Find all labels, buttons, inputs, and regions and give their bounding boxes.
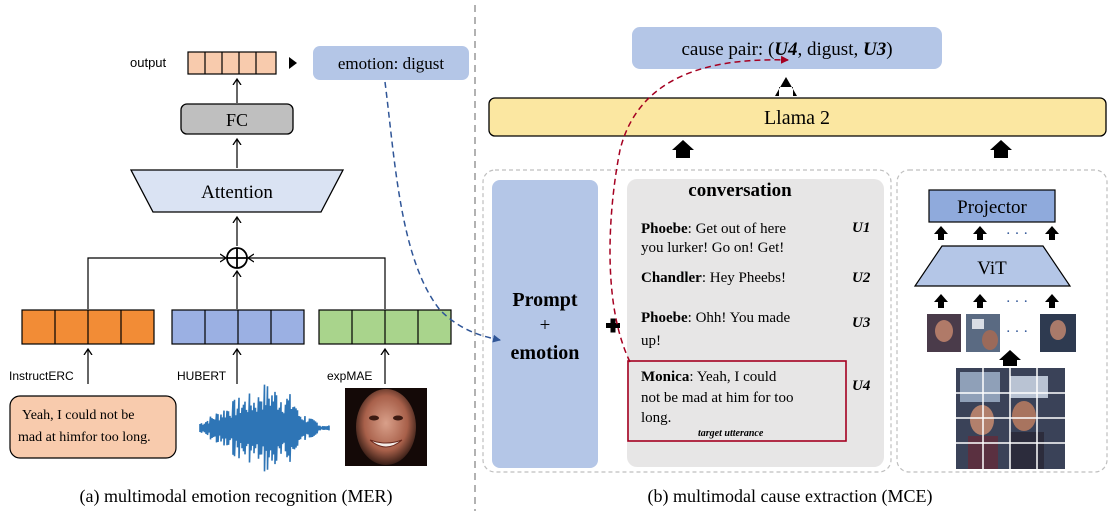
utterance-u2-id: U2	[852, 270, 871, 286]
utterance-u3-line2: up!	[641, 333, 661, 349]
utterance-u2-line1: Chandler: Hey Pheebs!	[641, 270, 786, 286]
mce-caption: (b) multimodal cause extraction (MCE)	[648, 486, 933, 507]
vit-label: ViT	[977, 258, 1007, 279]
audio-waveform-icon	[199, 384, 330, 472]
concat-plus-icon	[606, 318, 620, 333]
llama-to-output-arrow	[775, 77, 797, 96]
emotion-input-label: emotion	[511, 342, 580, 364]
emotion-label: emotion: digust	[338, 54, 445, 73]
conversation-to-llama-arrow	[672, 140, 694, 158]
utterance-text-line2: mad at himfor too long.	[18, 430, 151, 445]
cause-pair-box	[632, 27, 942, 69]
utterance-u1-line2: you lurker! Go on! Get!	[641, 240, 784, 256]
video-frame-image	[956, 368, 1065, 469]
utterance-u1-id: U1	[852, 220, 870, 236]
prompt-emotion-box	[492, 180, 598, 468]
utterance-u4-text: : Yeah, I could	[689, 369, 777, 385]
text-input-group	[482, 169, 892, 473]
utterance-text-line1: Yeah, I could not be	[22, 408, 135, 423]
cause-pair-prefix: cause pair: (	[681, 39, 774, 60]
hubert-label: HUBERT	[177, 369, 227, 383]
projector-block	[928, 189, 1056, 223]
utterance-u2-speaker: Chandler	[641, 270, 702, 286]
image-patch-n	[1040, 314, 1076, 352]
vision-to-llama-arrow	[990, 140, 1012, 158]
llama-block	[488, 97, 1107, 137]
vit-to-projector-arrows	[934, 226, 1059, 240]
cause-pair-middle: , digust,	[798, 39, 863, 60]
utterance-u4-speaker: Monica	[641, 369, 690, 385]
vision-input-group	[896, 169, 1108, 473]
target-utterance-label: target utterance	[698, 428, 764, 439]
instructerc-vector	[21, 309, 155, 345]
cause-pair-text: cause pair: (U4, digust, U3)	[681, 39, 892, 60]
patches-to-vit-arrows	[934, 294, 1059, 308]
cause-pair-u4: U4	[774, 39, 797, 60]
patches-ellipsis: · · ·	[1006, 324, 1029, 340]
expmae-vector	[318, 309, 452, 345]
utterance-u4-line2: not be mad at him for too	[641, 390, 793, 406]
cause-link-arrow	[609, 55, 789, 363]
patch-arrows-ellipsis: · · ·	[1006, 294, 1029, 310]
frame-to-patches-arrow	[999, 350, 1021, 366]
llama-label: Llama 2	[764, 107, 830, 129]
prompt-plus-label: +	[540, 315, 551, 336]
hubert-vector	[171, 309, 305, 345]
image-patch-2	[966, 314, 1000, 352]
utterance-u3-speaker: Phoebe	[641, 310, 688, 326]
utterance-u1-speaker: Phoebe	[641, 221, 688, 237]
prompt-label: Prompt	[512, 289, 578, 311]
utterance-u3-line1: Phoebe: Ohh! You made	[641, 310, 791, 326]
emotion-to-prompt-arrow	[384, 81, 501, 343]
utterance-u1-text: : Get out of here	[688, 221, 787, 237]
projector-label: Projector	[957, 197, 1027, 218]
utterance-u4-id: U4	[852, 378, 871, 394]
conversation-box	[627, 179, 884, 467]
utterance-u3-id: U3	[852, 315, 871, 331]
conversation-title: conversation	[688, 180, 792, 201]
image-patch-1	[927, 314, 961, 352]
utterance-u3-text: : Ohh! You made	[688, 310, 791, 326]
attention-label: Attention	[201, 182, 273, 203]
fusion-plus-icon	[226, 247, 248, 269]
utterance-u1-line1: Phoebe: Get out of here	[641, 221, 786, 237]
vit-block	[913, 245, 1072, 287]
instructerc-label: InstructERC	[9, 369, 74, 383]
utterance-u2-text: : Hey Pheebs!	[702, 270, 786, 286]
utterance-u4-line1: Monica: Yeah, I could	[641, 369, 777, 385]
mer-panel: output emotion: digust FC Attention	[9, 46, 469, 507]
cause-pair-suffix: )	[886, 39, 892, 60]
projector-ellipsis: · · ·	[1006, 226, 1029, 242]
output-label: output	[130, 55, 167, 70]
expmae-label: expMAE	[327, 369, 372, 383]
target-utterance-box	[627, 360, 847, 442]
cause-pair-u3: U3	[863, 39, 886, 60]
face-image	[345, 388, 427, 466]
fc-block	[180, 103, 294, 135]
mce-panel: cause pair: (U4, digust, U3) Llama 2 Pro…	[482, 27, 1108, 507]
attention-block	[129, 169, 345, 213]
output-vector	[187, 51, 277, 75]
utterance-text-box	[9, 395, 177, 459]
emotion-box	[313, 46, 469, 80]
mer-caption: (a) multimodal emotion recognition (MER)	[80, 486, 393, 507]
fc-label: FC	[226, 110, 248, 130]
utterance-u4-line3: long.	[641, 410, 671, 426]
